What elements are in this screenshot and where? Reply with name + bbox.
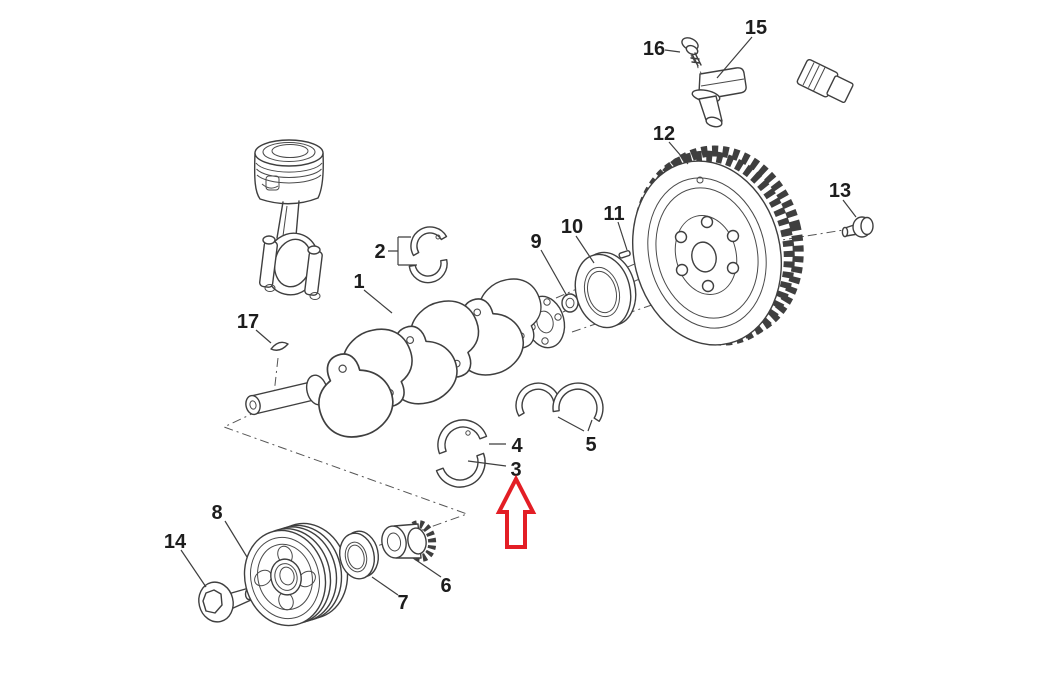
crankshaft-webs <box>318 278 542 438</box>
thrust-washers <box>515 382 604 422</box>
callout-17: 17 <box>237 311 259 333</box>
upper-main-bearing-shell <box>437 419 488 455</box>
leader-lines <box>180 36 857 596</box>
pilot-bearing <box>561 293 579 313</box>
callout-2: 2 <box>374 241 385 263</box>
callout-10: 10 <box>561 216 583 238</box>
callout-9: 9 <box>530 231 541 253</box>
callout-16: 16 <box>643 38 665 60</box>
callout-12: 12 <box>653 123 675 145</box>
rear-oil-seal <box>574 251 637 329</box>
main-bearing-shells <box>435 419 488 488</box>
timing-gear <box>381 520 437 562</box>
callout-1: 1 <box>353 271 364 293</box>
flywheel <box>631 145 804 346</box>
crankshaft-position-sensor <box>691 58 854 128</box>
callout-7: 7 <box>397 592 408 614</box>
callout-8: 8 <box>211 502 222 524</box>
callout-3: 3 <box>510 459 521 481</box>
callout-14: 14 <box>164 531 187 553</box>
front-oil-seal <box>338 530 380 580</box>
callout-4: 4 <box>511 435 523 457</box>
callout-5: 5 <box>585 434 596 456</box>
dowel-pin <box>618 250 631 259</box>
crankshaft-pulley <box>243 522 349 627</box>
callout-6: 6 <box>440 575 451 597</box>
callout-labels: 1 2 3 4 5 6 7 8 9 10 11 12 13 14 15 16 1… <box>164 17 851 614</box>
crankshaft-nose <box>245 374 329 416</box>
callout-15: 15 <box>745 17 767 39</box>
rod-bearing-shells <box>388 226 448 284</box>
bracket-2 <box>388 236 417 266</box>
callout-11: 11 <box>603 203 624 225</box>
woodruff-key <box>270 341 289 351</box>
pulley-bolt <box>198 581 254 623</box>
flywheel-bolt <box>841 216 874 238</box>
piston-and-connecting-rod <box>253 139 324 300</box>
sensor-connector <box>796 58 854 104</box>
sensor-bolt <box>681 37 702 67</box>
crankshaft <box>245 278 566 438</box>
callout-13: 13 <box>829 180 851 202</box>
lower-main-bearing-shell <box>435 452 486 488</box>
highlight-arrow-up <box>495 474 537 549</box>
